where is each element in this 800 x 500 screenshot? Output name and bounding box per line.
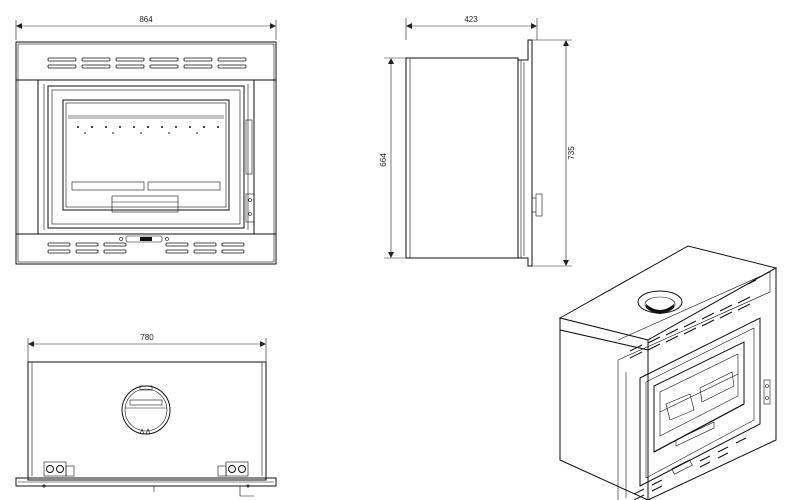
top-width-dimension: 780 [27,333,267,364]
side-height-total-label: 735 [567,146,576,160]
left-bracket [43,461,75,477]
front-view: 864 [15,15,277,265]
side-view: 423 664 735 [379,15,576,267]
front-width-dimension: 864 [15,15,277,40]
air-control-slider [119,235,169,243]
side-depth-dimension: 423 [405,15,538,40]
side-depth-label: 423 [464,15,478,24]
top-view: 780 [15,333,277,497]
side-height-inner-label: 664 [379,153,388,167]
glass-rivets [77,126,219,134]
right-bracket [217,461,249,477]
front-bottom-vents [47,242,245,254]
side-height-total-dimension: 735 [532,39,576,267]
iso-flue [637,290,683,314]
iso-top-vents [629,279,757,359]
isometric-view [558,245,778,500]
iso-bottom-vents [633,437,747,500]
front-width-label: 864 [139,15,153,24]
door-handle [245,119,255,223]
top-width-label: 780 [140,333,154,342]
front-top-vents [47,57,247,69]
flue-collar [121,385,171,435]
iso-handle [763,379,771,405]
side-height-inner-dimension: 664 [379,57,410,259]
